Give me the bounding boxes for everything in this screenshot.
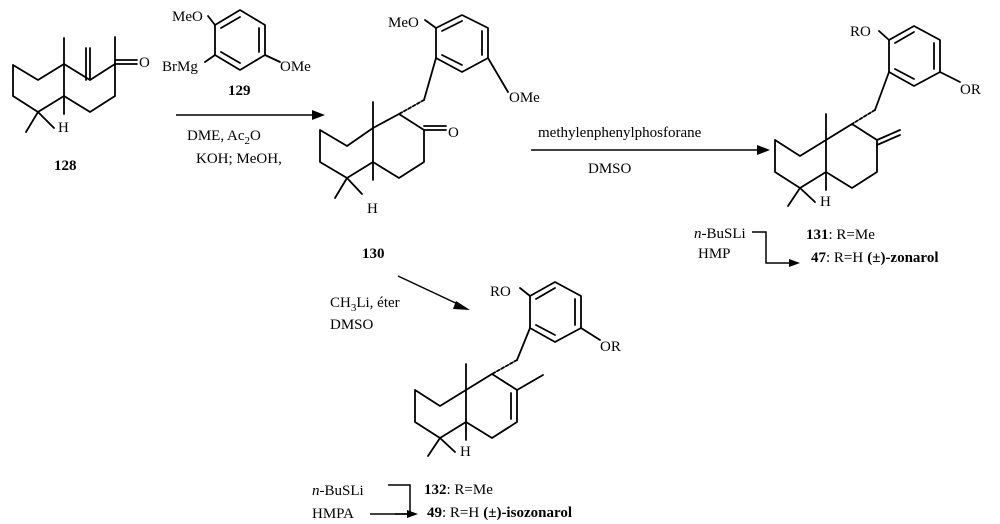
arene-ring-130 <box>435 14 489 73</box>
reagent-label-bottom: n-BuSLi <box>312 483 364 499</box>
product-row-132: 132: R=Me <box>424 482 493 498</box>
compound-131: RO OR H <box>774 24 981 210</box>
carbonyl-oxygen-label-130: O <box>448 125 459 141</box>
ro-label-131: RO <box>850 24 871 40</box>
compound-130: MeO OMe O H 130 <box>319 14 540 262</box>
arrowhead-3 <box>453 301 470 310</box>
hydrogen-label-130: H <box>367 201 378 217</box>
ring-a-131 <box>774 139 827 189</box>
carbonyl-oxygen-label-128: O <box>139 55 150 71</box>
step3-conditions-line1: CH3Li, éter <box>330 295 400 314</box>
arrowhead-1 <box>312 110 325 120</box>
product-row-131: 131: R=Me <box>806 227 875 243</box>
methoxy-label-129-top: MeO <box>172 9 203 25</box>
compound-number-128: 128 <box>54 158 77 174</box>
reagent-label-right: n-BuSLi <box>694 226 746 242</box>
exo-methylene-131 <box>876 129 901 141</box>
arene-ring-129 <box>214 9 266 71</box>
methoxy-label-130-top: MeO <box>388 15 419 31</box>
step2-conditions-line1: methylenphenylphosforane <box>538 125 702 141</box>
product-row-47: 47: R=H(±)-zonarol <box>811 250 939 266</box>
ring-a-132 <box>414 389 467 439</box>
ring-b-128-upper <box>63 36 116 81</box>
gem-dimethyl-128-b <box>37 111 55 129</box>
arene-ring-131 <box>888 25 941 87</box>
reaction-arrow-3: CH3Li, éter DMSO <box>330 275 470 333</box>
arene-ring-132 <box>529 281 582 343</box>
solvent-label-bottom: HMPA <box>312 506 354 522</box>
or-label-131: OR <box>960 82 981 98</box>
or-label-132: OR <box>600 339 621 355</box>
ro-label-132: RO <box>490 284 511 300</box>
reaction-arrow-2: methylenphenylphosforane DMSO <box>531 125 770 177</box>
vinyl-methyl-132 <box>516 374 544 391</box>
compound-132: RO OR H <box>414 281 621 460</box>
grignard-label-129: BrMg <box>162 59 198 75</box>
ring-a-130 <box>319 127 374 179</box>
conversion-arrowhead-bottom <box>407 510 418 518</box>
hydrogen-label-132: H <box>460 444 471 460</box>
step1-conditions-line1: DME, Ac2O <box>187 128 261 147</box>
benzyl-bond-130 <box>398 99 425 115</box>
ring-b-128-lower <box>63 63 116 113</box>
ring-b-132 <box>465 373 518 439</box>
arrowhead-2 <box>757 145 770 155</box>
solvent-label-right: HMP <box>698 246 731 262</box>
compound-number-130: 130 <box>362 246 385 262</box>
ring-b-131 <box>825 123 878 189</box>
methoxy-label-129-right: OMe <box>280 59 311 75</box>
hydrogen-label-131: H <box>820 194 831 210</box>
compound-number-129: 129 <box>228 83 251 99</box>
product-legend-bottom: n-BuSLi HMPA 132: R=Me 49: R=H(±)-isozon… <box>312 482 572 522</box>
compound-129: MeO OMe BrMg 129 <box>162 9 311 99</box>
conversion-arrow-bottom-frame <box>388 484 411 515</box>
step3-conditions-line2: DMSO <box>330 317 374 333</box>
hydrogen-label-128: H <box>58 120 69 136</box>
step1-conditions-line2: KOH; MeOH, <box>196 151 282 167</box>
step2-conditions-line2: DMSO <box>588 161 632 177</box>
compound-128: O H 128 <box>12 36 150 174</box>
ring-b-130 <box>372 113 425 179</box>
ring-a-128 <box>12 63 65 113</box>
conversion-arrow-right <box>752 231 792 264</box>
product-legend-right: n-BuSLi HMP 131: R=Me 47: R=H(±)-zonarol <box>694 226 939 267</box>
reaction-arrow-1: DME, Ac2O KOH; MeOH, <box>176 110 325 167</box>
product-row-49: 49: R=H(±)-isozonarol <box>427 505 572 521</box>
gem-dimethyl-128-a <box>25 111 39 133</box>
methoxy-label-130-right: OMe <box>509 90 540 106</box>
